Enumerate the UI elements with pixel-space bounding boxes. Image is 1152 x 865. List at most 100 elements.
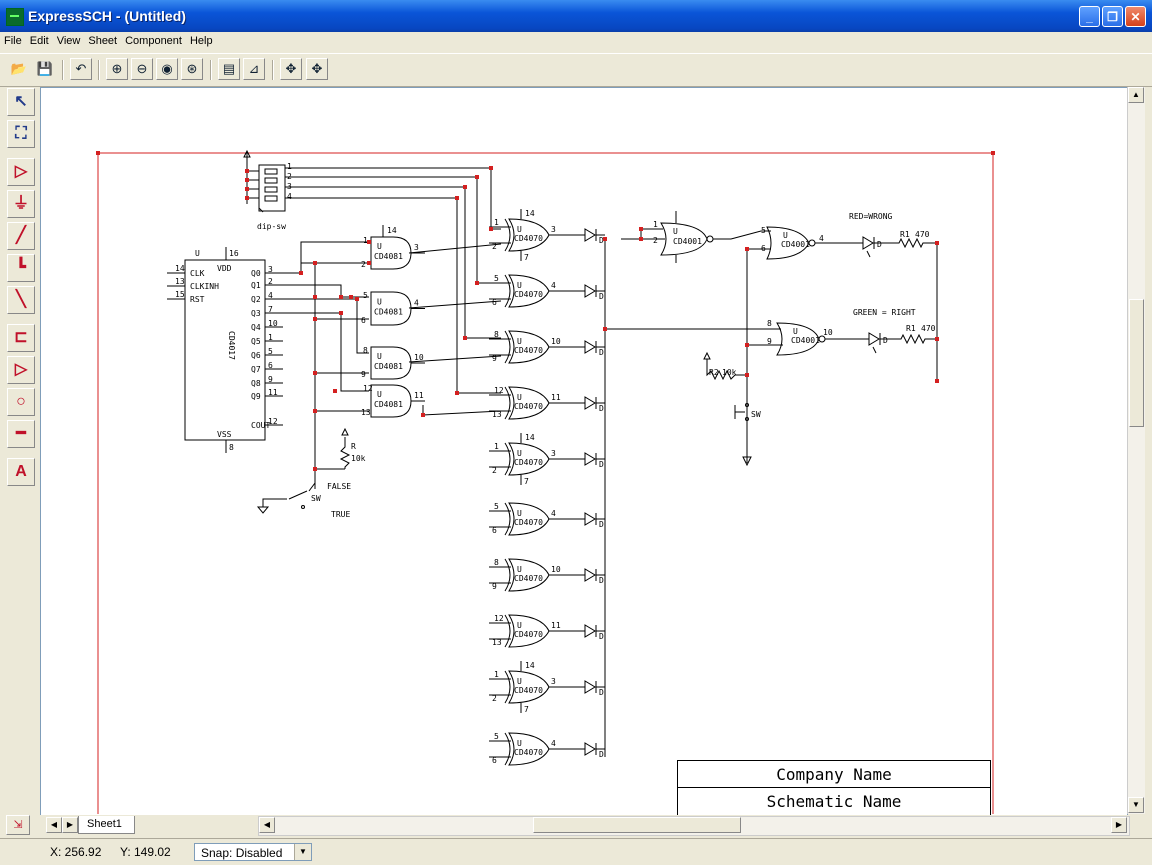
junction-icon[interactable]: ━ bbox=[7, 420, 35, 448]
close-button[interactable]: ✕ bbox=[1125, 6, 1146, 27]
save-icon[interactable]: 💾 bbox=[36, 61, 54, 76]
menu-view[interactable]: View bbox=[56, 35, 81, 47]
sheet-corners bbox=[96, 151, 995, 155]
schematic-canvas[interactable]: 1 2 3 4 dip-sw U 16 VDD VSS 8 CD4017 14 … bbox=[40, 87, 1128, 816]
nor-gate-1[interactable]: 1 2 U CD4001 bbox=[641, 211, 731, 263]
pan-icon[interactable]: ✥ bbox=[280, 58, 302, 80]
menu-file[interactable]: File bbox=[4, 35, 22, 47]
zoom-region-icon[interactable]: ⛶ bbox=[7, 120, 35, 148]
menu-edit[interactable]: Edit bbox=[29, 35, 49, 47]
svg-text:6: 6 bbox=[761, 244, 766, 253]
chevron-down-icon[interactable]: ▼ bbox=[294, 844, 311, 860]
vertical-scrollbar[interactable]: ▲ ▼ bbox=[1127, 87, 1145, 814]
select-arrow-icon[interactable]: ↖ bbox=[7, 88, 35, 116]
diode[interactable]: D bbox=[584, 396, 605, 413]
dip-switch[interactable]: 1 2 3 4 dip-sw bbox=[243, 149, 292, 231]
r-resistor[interactable] bbox=[339, 437, 351, 469]
pan-all-icon[interactable]: ✥ bbox=[306, 58, 328, 80]
snap-select[interactable]: Snap: Disabled▼ bbox=[194, 843, 312, 861]
tab-next-icon[interactable]: ▶ bbox=[62, 817, 78, 833]
scroll-right-icon[interactable]: ▶ bbox=[1111, 817, 1127, 833]
diode[interactable]: D bbox=[584, 568, 605, 585]
diode[interactable]: D bbox=[584, 228, 605, 245]
wire-icon[interactable]: ╱ bbox=[7, 222, 35, 250]
sw-label: SW bbox=[751, 410, 761, 419]
edit-part-icon[interactable]: ⊿ bbox=[243, 58, 265, 80]
ref-label: U bbox=[377, 242, 382, 251]
vertical-scroll-thumb[interactable] bbox=[1129, 299, 1144, 427]
svg-text:1: 1 bbox=[363, 236, 368, 245]
r1-resistor-red[interactable] bbox=[874, 237, 937, 249]
cd4017-counter[interactable]: U 16 VDD VSS 8 CD4017 14 13 15 CLK CLKIN… bbox=[167, 247, 283, 453]
snap-toggle-icon[interactable]: ⇲ bbox=[6, 815, 30, 835]
diode[interactable]: D bbox=[584, 340, 605, 357]
r1-resistor-green[interactable] bbox=[880, 333, 937, 345]
diode[interactable]: D bbox=[584, 284, 605, 301]
diode[interactable]: D bbox=[584, 680, 605, 697]
buffer-icon[interactable]: ▷ bbox=[7, 356, 35, 384]
ref-label: U bbox=[517, 677, 522, 686]
svg-text:6: 6 bbox=[492, 756, 497, 765]
red-led[interactable]: D bbox=[862, 236, 882, 258]
r2-resistor[interactable] bbox=[706, 359, 747, 381]
ref-label: U bbox=[377, 352, 382, 361]
output-name: Q0 bbox=[251, 269, 261, 278]
part-label: CD4001 bbox=[791, 336, 820, 345]
pin-label: 14 bbox=[175, 264, 185, 273]
ref-label: U bbox=[793, 327, 798, 336]
toggle-switch[interactable]: SW FALSE TRUE bbox=[256, 469, 351, 519]
svg-text:13: 13 bbox=[492, 638, 502, 647]
component-icon[interactable]: ▷ bbox=[7, 158, 35, 186]
green-led[interactable]: D bbox=[868, 332, 888, 354]
zoom-fit-icon[interactable]: ◉ bbox=[156, 58, 178, 80]
tab-prev-icon[interactable]: ◀ bbox=[46, 817, 62, 833]
menu-component[interactable]: Component bbox=[125, 35, 182, 47]
bus-icon[interactable]: ┗ bbox=[7, 254, 35, 282]
nor-gate-3[interactable]: 8 9 10 U CD4001 bbox=[605, 319, 869, 356]
menu-help[interactable]: Help bbox=[189, 35, 213, 47]
zoom-in-icon[interactable]: ⊕ bbox=[106, 58, 128, 80]
tab-sheet1[interactable]: Sheet1 bbox=[78, 816, 135, 834]
diode[interactable]: D bbox=[584, 452, 605, 469]
undo-icon[interactable]: ↶ bbox=[70, 58, 92, 80]
output-name: Q8 bbox=[251, 379, 261, 388]
port-icon[interactable]: ⊏ bbox=[7, 324, 35, 352]
nor-gate-2[interactable]: 5 6 4 U CD4001 bbox=[747, 226, 863, 260]
maximize-button[interactable]: ❐ bbox=[1102, 6, 1123, 27]
scroll-up-icon[interactable]: ▲ bbox=[1128, 87, 1144, 103]
diode[interactable]: D bbox=[584, 742, 605, 759]
horizontal-scroll-thumb[interactable] bbox=[533, 817, 741, 833]
menu-sheet[interactable]: Sheet bbox=[88, 35, 118, 47]
zoom-page-icon[interactable]: ⊛ bbox=[181, 58, 203, 80]
circle-icon[interactable]: ○ bbox=[7, 388, 35, 416]
open-icon[interactable]: 📂 bbox=[10, 61, 28, 76]
horizontal-scrollbar[interactable]: ◀ ▶ bbox=[258, 816, 1130, 836]
ground-icon[interactable]: ⏚ bbox=[7, 190, 35, 218]
text-tool-icon[interactable]: A bbox=[7, 458, 35, 486]
scroll-left-icon[interactable]: ◀ bbox=[259, 817, 275, 833]
svg-text:14: 14 bbox=[525, 209, 535, 218]
diode[interactable]: D bbox=[584, 624, 605, 641]
bus-entry-icon[interactable]: ╲ bbox=[7, 286, 35, 314]
output-name: Q6 bbox=[251, 351, 261, 360]
ref-label: U bbox=[517, 225, 522, 234]
minimize-button[interactable]: _ bbox=[1079, 6, 1100, 27]
diode[interactable]: D bbox=[584, 512, 605, 529]
pushbutton-switch[interactable]: SW bbox=[734, 403, 761, 421]
properties-icon[interactable]: ▤ bbox=[218, 58, 240, 80]
zoom-out-icon[interactable]: ⊖ bbox=[131, 58, 153, 80]
scroll-down-icon[interactable]: ▼ bbox=[1128, 797, 1144, 813]
